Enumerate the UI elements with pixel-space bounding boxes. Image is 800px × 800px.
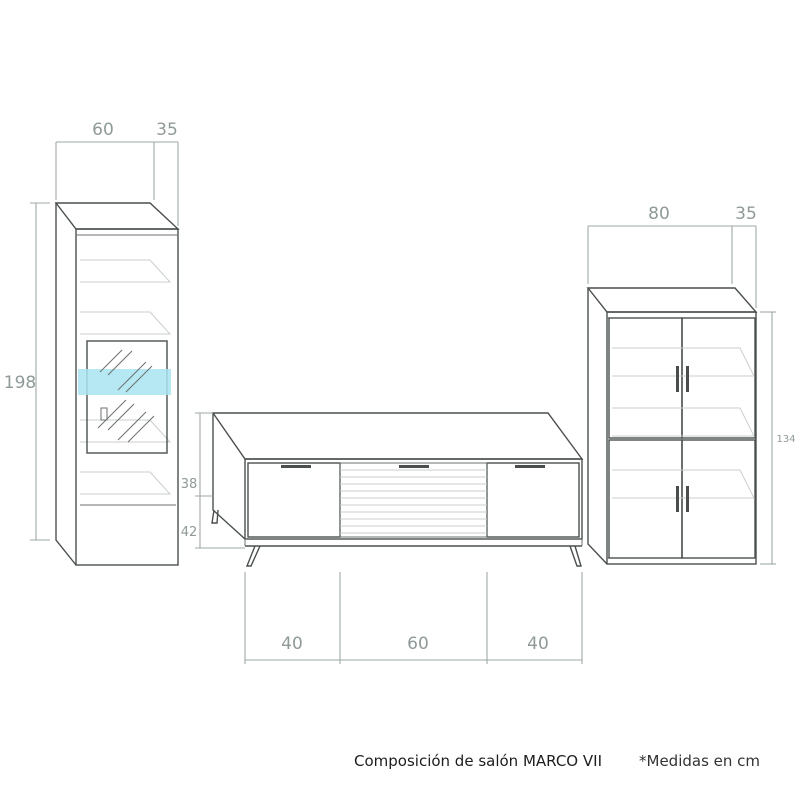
- tv-height-label: 38: [181, 477, 198, 492]
- tv-right-handle: [515, 465, 545, 468]
- aparador-handle-bottom-left: [676, 486, 679, 512]
- vitrina-front: [75, 228, 179, 566]
- caption-note: *Medidas en cm: [639, 752, 761, 770]
- caption-title: Composición de salón MARCO VII: [354, 752, 602, 770]
- tv-center-slats: [339, 462, 488, 538]
- aparador-handle-bottom-right: [686, 486, 689, 512]
- aparador-dimensions: 80 35 134: [587, 204, 796, 565]
- tv-leg-height-label: 42: [181, 525, 198, 540]
- vitrina-cabinet: [54, 202, 180, 566]
- tv-center-width-label: 60: [407, 634, 429, 654]
- aparador-door-bottom-left: [608, 439, 683, 559]
- aparador-door-top-left: [608, 317, 683, 439]
- aparador-door-bottom-right: [681, 439, 756, 559]
- tv-leg-front-right: [569, 545, 582, 567]
- aparador-width-label: 80: [648, 204, 670, 224]
- tv-center-handle: [399, 465, 429, 468]
- tv-left-handle: [281, 465, 311, 468]
- vitrina-width-label: 60: [92, 120, 114, 140]
- tv-leg-front-left: [245, 545, 261, 567]
- vitrina-dimensions: 60 35 198: [4, 120, 179, 541]
- aparador-top: [586, 287, 758, 313]
- vitrina-depth-label: 35: [156, 120, 178, 140]
- tv-left-drawer: [247, 462, 341, 538]
- vitrina-glass-door: [86, 340, 168, 454]
- vitrina-top: [54, 202, 180, 230]
- tv-leg-back-left: [211, 509, 219, 524]
- vitrina-door-handle: [100, 407, 108, 421]
- aparador-height-label: 134: [776, 434, 795, 445]
- aparador-handle-top-left: [676, 366, 679, 392]
- aparador-front: [606, 311, 757, 565]
- tv-unit: [211, 412, 584, 567]
- tv-right-width-label: 40: [527, 634, 549, 654]
- tv-left-width-label: 40: [281, 634, 303, 654]
- tv-right-drawer: [486, 462, 580, 538]
- aparador-cabinet: [586, 287, 758, 565]
- tv-unit-front: [244, 458, 583, 540]
- vitrina-height-label: 198: [4, 373, 36, 393]
- vitrina-glass-highlight: [78, 369, 171, 395]
- aparador-depth-label: 35: [735, 204, 757, 224]
- tv-unit-dimensions: 38 42 40 60 40: [181, 412, 583, 664]
- vitrina-side: [55, 203, 77, 566]
- tv-unit-top: [211, 412, 584, 460]
- aparador-door-top-right: [681, 317, 756, 439]
- aparador-handle-top-right: [686, 366, 689, 392]
